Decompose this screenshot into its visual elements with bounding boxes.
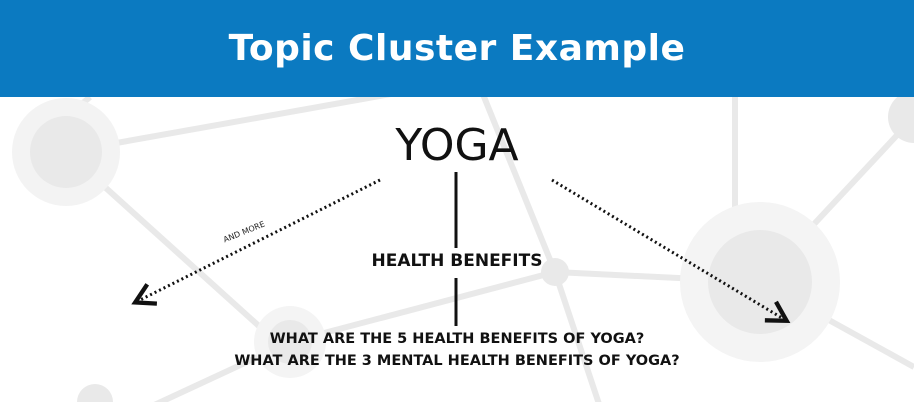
question-item: WHAT ARE THE 5 HEALTH BENEFITS OF YOGA?: [269, 331, 645, 347]
background-network-graphic: [12, 97, 914, 402]
right-branch-arrow: [551, 178, 791, 324]
page-title: Topic Cluster Example: [228, 28, 686, 69]
subtopic-label: HEALTH BENEFITS: [371, 251, 543, 271]
pillar-topic: YOGA: [395, 120, 519, 171]
left-branch-arrow: [131, 178, 381, 306]
title-banner: Topic Cluster Example: [0, 0, 914, 97]
question-item: WHAT ARE THE 3 MENTAL HEALTH BENEFITS OF…: [234, 353, 680, 369]
cluster-questions: WHAT ARE THE 5 HEALTH BENEFITS OF YOGA? …: [0, 328, 914, 372]
